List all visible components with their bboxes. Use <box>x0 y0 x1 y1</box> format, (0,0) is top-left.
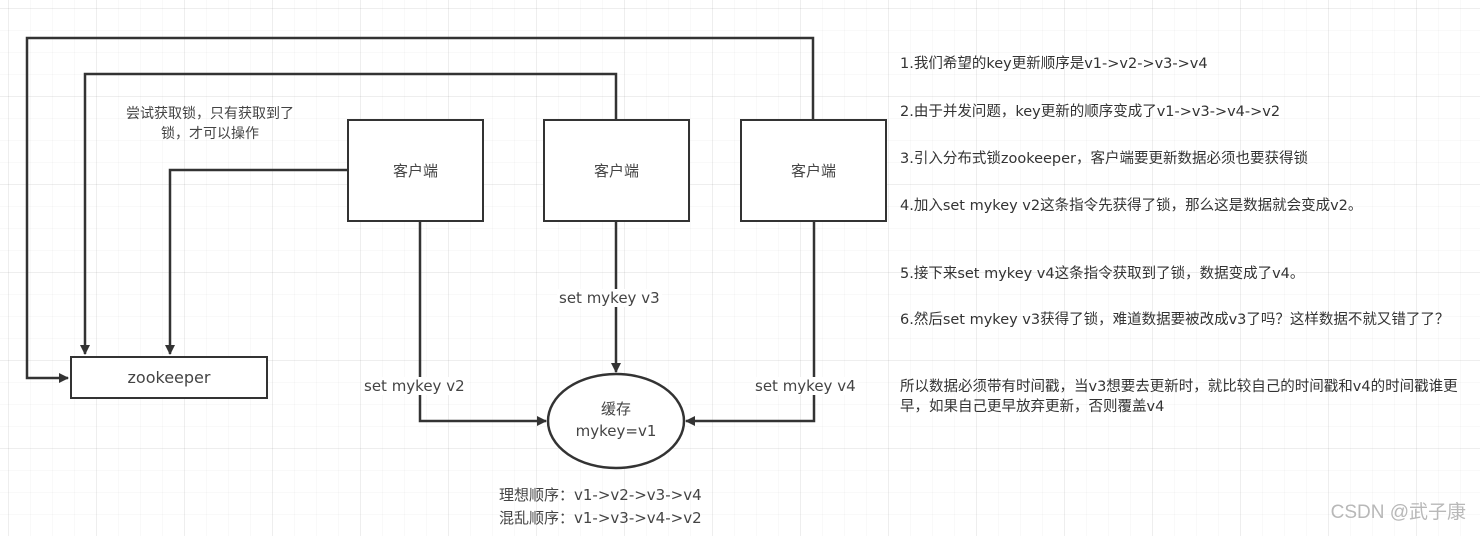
client-box-2[interactable]: 客户端 <box>543 119 690 222</box>
step-3: 3.引入分布式锁zookeeper，客户端要更新数据必须也要获得锁 <box>900 151 1308 167</box>
chaotic-order: 混乱顺序：v1->v3->v4->v2 <box>499 509 702 527</box>
connector-client2-to-zookeeper <box>80 72 618 355</box>
ideal-order: 理想顺序：v1->v2->v3->v4 <box>499 486 702 504</box>
client-box-3-label: 客户端 <box>790 162 836 180</box>
step-2: 2.由于并发问题，key更新的顺序变成了v1->v3->v4->v2 <box>900 104 1281 120</box>
connector-client1-to-cache <box>418 222 547 426</box>
command-label-v2: set mykey v2 <box>362 377 467 395</box>
watermark: CSDN @武子康 <box>1330 502 1466 523</box>
cache-value: mykey=v1 <box>575 422 657 440</box>
zookeeper-box[interactable]: zookeeper <box>70 356 268 399</box>
conclusion: 所以数据必须带有时间戳，当v3想要去更新时，就比较自己的时间戳和v4的时间戳谁更… <box>900 379 1458 415</box>
cache-title: 缓存 <box>600 400 631 418</box>
client-box-1-label: 客户端 <box>392 162 438 180</box>
cache-node: 缓存 mykey=v1 <box>556 398 676 442</box>
connector-client3-to-zookeeper <box>25 36 815 383</box>
zookeeper-label: zookeeper <box>127 368 211 387</box>
step-6: 6.然后set mykey v3获得了锁，难道数据要被改成v3了吗？这样数据不就… <box>900 312 1450 328</box>
lock-note-line2: 锁，才可以操作 <box>161 126 259 142</box>
command-label-v3: set mykey v3 <box>557 289 662 307</box>
step-5: 5.接下来set mykey v4这条指令获取到了锁，数据变成了v4。 <box>900 266 1305 282</box>
command-label-v4: set mykey v4 <box>753 377 858 395</box>
lock-note: 尝试获取锁，只有获取到了 锁，才可以操作 <box>90 104 330 144</box>
client-box-1[interactable]: 客户端 <box>347 119 484 222</box>
step-4: 4.加入set mykey v2这条指令先获得了锁，那么这是数据就会变成v2。 <box>900 198 1363 214</box>
client-box-2-label: 客户端 <box>593 162 639 180</box>
cache-ellipse <box>546 372 686 470</box>
connector-client3-to-cache <box>685 222 816 426</box>
client-box-3[interactable]: 客户端 <box>740 119 887 222</box>
step-1: 1.我们希望的key更新顺序是v1->v2->v3->v4 <box>900 56 1208 72</box>
lock-note-line1: 尝试获取锁，只有获取到了 <box>126 106 294 122</box>
connector-client1-to-zookeeper <box>165 168 347 355</box>
